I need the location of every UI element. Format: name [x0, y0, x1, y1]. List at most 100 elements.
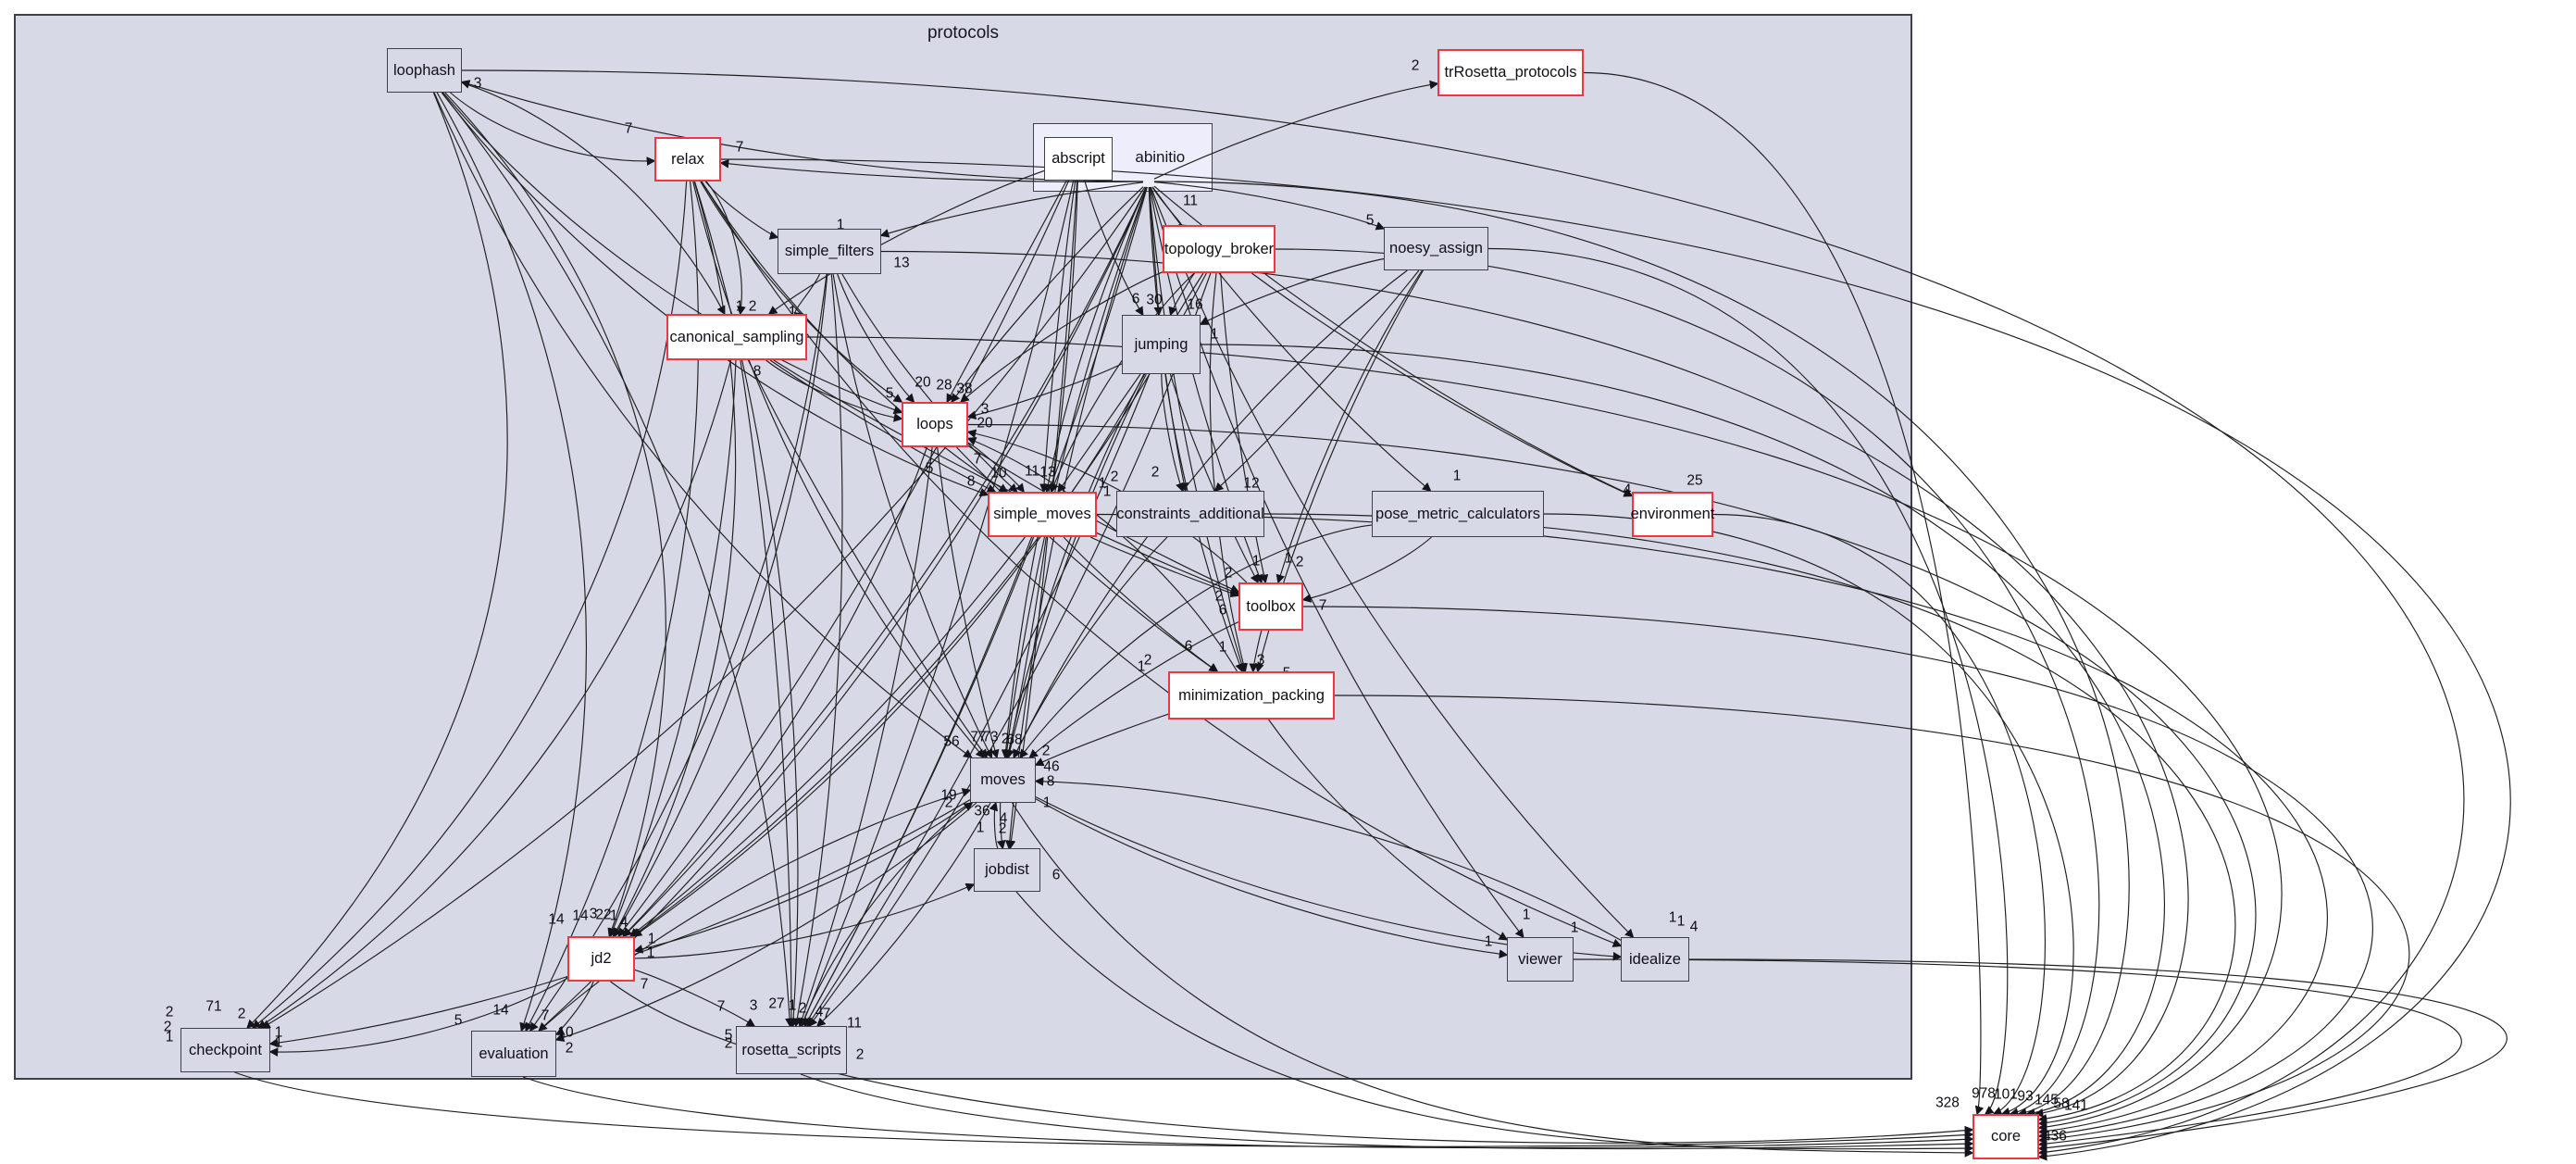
dependency-edge [442, 92, 794, 1028]
node-simple_moves[interactable]: simple_moves [988, 492, 1097, 537]
dependency-edge [1096, 513, 2328, 1136]
edge-count-label: 7 [822, 1006, 831, 1022]
edge-count-label: 11 [846, 1015, 863, 1032]
dependency-edge [1199, 257, 1385, 325]
edge-count-label: 145 [2035, 1092, 2059, 1108]
node-jd2[interactable]: jd2 [567, 936, 635, 982]
dependency-edge [1161, 373, 1185, 493]
node-minimization_packing[interactable]: minimization_packing [1168, 671, 1335, 720]
dependency-edge [769, 359, 997, 493]
dependency-edge [1263, 513, 2236, 1123]
edge-count-label: 1 [1522, 907, 1531, 923]
edge-count-label: 2 [565, 1040, 574, 1057]
edge-count-label: 28 [936, 377, 952, 394]
dependency-edge [800, 180, 1075, 1028]
edge-count-label: 14 [572, 907, 589, 924]
edge-count-label: 1 [274, 1024, 283, 1041]
edge-count-label: 5 [885, 385, 894, 402]
node-jumping[interactable]: jumping [1122, 315, 1201, 374]
edge-count-label: 2 [1110, 469, 1119, 485]
edge-count-label: 2 [165, 1004, 174, 1020]
edge-count-label: 1 [1676, 913, 1686, 930]
dependency-edge [1334, 695, 2410, 1145]
node-loops[interactable]: loops [902, 402, 968, 447]
dependency-edge [800, 1073, 1974, 1150]
dependency-edge [522, 1076, 1974, 1149]
edge-count-label: 3 [473, 75, 482, 92]
edge-count-label: 8 [966, 473, 976, 490]
dependency-edge [1153, 181, 2130, 1118]
node-relax[interactable]: relax [654, 137, 721, 181]
node-toolbox[interactable]: toolbox [1238, 582, 1303, 631]
dependency-edge [1005, 373, 1147, 759]
node-evaluation[interactable]: evaluation [471, 1031, 556, 1077]
edge-count-label: 46 [1043, 758, 1060, 775]
dependency-edge [1213, 269, 1420, 492]
dependency-edge [1220, 272, 1269, 584]
dependency-edge [444, 92, 666, 938]
edge-count-label: 4 [1689, 919, 1699, 935]
dependency-edge [1043, 186, 1147, 494]
edge-count-label: 2 [855, 1046, 865, 1063]
dependency-edge [450, 92, 656, 166]
dependency-edge [1039, 180, 1076, 494]
dependency-edge [433, 92, 973, 758]
dependency-edge [1153, 181, 1386, 231]
dependency-edge [436, 92, 588, 1033]
edge-count-label: 2 [1143, 652, 1152, 669]
dependency-edge [1169, 373, 1259, 584]
node-core[interactable]: core [1972, 1114, 2039, 1159]
dependency-edge [246, 92, 508, 1030]
node-moves[interactable]: moves [970, 757, 1036, 803]
edge-count-label: 12 [1243, 475, 1260, 492]
node-idealize[interactable]: idealize [1621, 937, 1689, 982]
dependency-edge [539, 788, 972, 1032]
node-topology_broker[interactable]: topology_broker [1163, 225, 1276, 273]
dependency-edge [1089, 536, 1240, 598]
node-constraints_additional[interactable]: constraints_additional [1116, 491, 1264, 537]
dependency-edge [806, 336, 2283, 1132]
edge-count-label: 1 [1218, 639, 1227, 656]
node-pose_metric_calculators[interactable]: pose_metric_calculators [1372, 491, 1544, 537]
dependency-edge [1302, 606, 2373, 1140]
edge-count-label: 2 [1224, 565, 1233, 582]
node-simple_filters[interactable]: simple_filters [778, 229, 881, 274]
node-rosetta_scripts[interactable]: rosetta_scripts [736, 1026, 847, 1074]
dependency-edge [803, 536, 1035, 1028]
node-viewer[interactable]: viewer [1507, 937, 1574, 982]
protocols-cluster: protocols [14, 14, 1912, 1080]
dependency-edge [1013, 536, 1168, 759]
dependency-edge [1276, 269, 1423, 584]
node-checkpoint[interactable]: checkpoint [180, 1028, 270, 1072]
node-trRosetta_protocols[interactable]: trRosetta_protocols [1437, 49, 1584, 96]
node-abscript[interactable]: abscript [1044, 137, 1113, 181]
abinitio-cluster-label[interactable]: abinitio [1135, 148, 1186, 166]
edge-count-label: 2 [1041, 743, 1051, 759]
edge-count-label: 22 [595, 907, 612, 923]
edge-count-label: 1 [1102, 483, 1112, 500]
node-canonical_sampling[interactable]: canonical_sampling [666, 314, 807, 360]
edge-count-label: 2 [1411, 57, 1420, 74]
edge-count-label: 20 [915, 374, 931, 391]
dependency-edge [268, 977, 568, 1057]
dependency-edge [967, 445, 1240, 594]
dependency-edge [1150, 186, 1524, 939]
dependency-edge [1249, 630, 1263, 673]
dependency-edge [617, 180, 1070, 938]
dependency-edge [1012, 802, 1974, 1158]
edge-count-label: 7 [640, 976, 649, 993]
edge-count-label: 1 [1484, 933, 1493, 950]
dependency-edge [1150, 186, 1635, 939]
node-jobdist[interactable]: jobdist [974, 848, 1040, 892]
dependency-edge [1543, 513, 2074, 1117]
dependency-edge [937, 446, 1000, 759]
node-environment[interactable]: environment [1631, 492, 1714, 537]
dependency-edge [614, 273, 828, 938]
dependency-edge [1019, 524, 1373, 759]
edge-count-label: 4 [999, 810, 1008, 827]
edge-count-label: 58 [2053, 1095, 2070, 1112]
edge-count-label: 20 [977, 415, 993, 432]
edge-count-label: 3 [589, 906, 598, 922]
node-noesy_assign[interactable]: noesy_assign [1384, 227, 1488, 270]
node-loophash[interactable]: loophash [387, 48, 462, 93]
